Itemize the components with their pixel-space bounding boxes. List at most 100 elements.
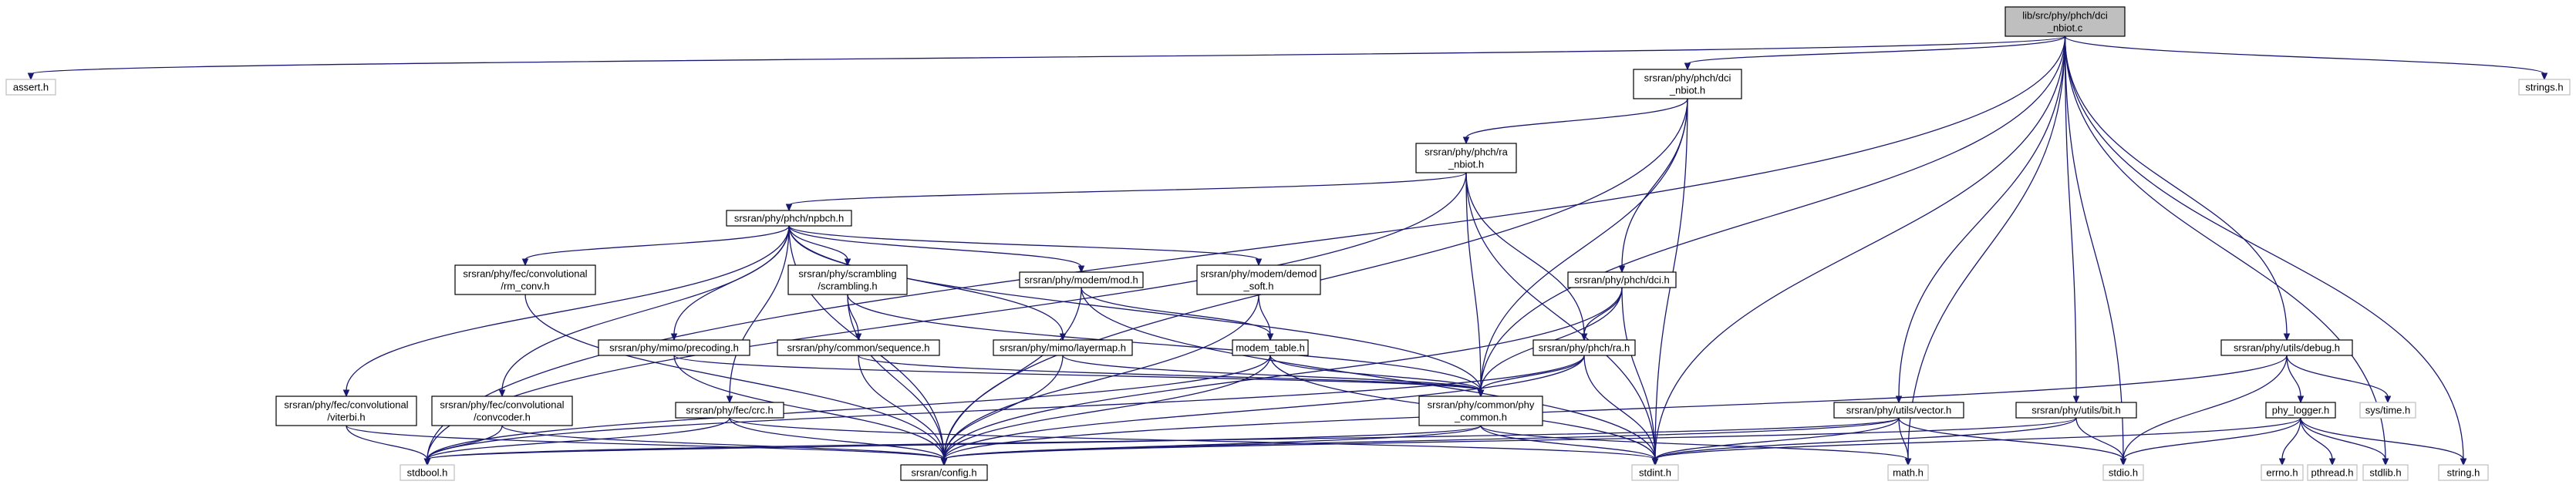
edge-line [427,425,503,460]
node-scrambling-h[interactable]: srsran/phy/scrambling/scrambling.h [787,264,908,295]
edge-phy-logger-h-to-pthread [2300,417,2336,466]
node-label: srsran/phy/scrambling [798,268,896,280]
edge-line [346,225,790,392]
edge-layermap-h-to-config-h [940,355,1064,466]
node-mod-h[interactable]: srsran/phy/modem/mod.h [1019,271,1144,288]
edge-phy-common-h-to-stdbool [423,425,1482,466]
node-label: /viterbi.h [327,412,365,423]
node-string: string.h [2438,464,2489,481]
edge-line [1258,294,1271,335]
node-box [1019,271,1144,288]
node-phy-common-h[interactable]: srsran/phy/common/phy_common.h [1418,395,1543,426]
edge-line [2281,417,2301,460]
node-label: srsran/phy/utils/vector.h [1846,405,1952,416]
edge-line [847,294,1482,392]
node-bit-h[interactable]: srsran/phy/utils/bit.h [2015,402,2137,419]
node-modem-table-h[interactable]: modem_table.h [1232,339,1309,356]
node-dci-nbiot-h[interactable]: srsran/phy/phch/dci_nbiot.h [1633,69,1742,99]
arrowhead-icon [2382,458,2389,466]
node-npbch-h[interactable]: srsran/phy/phch/npbch.h [726,210,852,227]
edge-npbch-h-to-viterbi-h [342,225,790,398]
node-crc-h[interactable]: srsran/phy/fec/crc.h [675,402,784,419]
edge-dci-h-to-ra-h [1580,287,1623,342]
node-box [2261,464,2304,481]
node-rm-conv-h[interactable]: srsran/phy/fec/convolutional/rm_conv.h [454,264,596,295]
edge-root-to-stdbool [423,35,2066,466]
edge-line [1480,425,1656,460]
node-label: srsran/phy/phch/ra.h [1539,342,1630,354]
node-box [2220,339,2353,356]
node-box [675,402,784,419]
edge-mod-h-to-modem-table-h [1081,287,1274,342]
node-label: sys/time.h [2365,405,2411,416]
node-ra-h[interactable]: srsran/phy/phch/ra.h [1532,339,1636,356]
node-label: /rm_conv.h [501,281,549,292]
node-math: math.h [1887,464,1929,481]
arrowhead-icon [785,204,793,212]
node-box [1633,69,1742,99]
arrowhead-icon [670,333,678,342]
edge-debug-h-to-phy-logger-h [2286,355,2305,404]
node-ra-nbiot-h[interactable]: srsran/phy/phch/ra_nbiot.h [1415,143,1517,173]
arrowhead-icon [1477,389,1485,398]
node-box [2004,6,2126,37]
edge-dci-nbiot-h-to-ra-nbiot-h [1462,98,1688,145]
node-sequence-h[interactable]: srsran/phy/common/sequence.h [777,339,940,356]
edge-ra-nbiot-h-to-phy-common-h [1465,172,1485,398]
edge-line [1621,287,1656,460]
node-debug-h[interactable]: srsran/phy/utils/debug.h [2220,339,2353,356]
node-config-h[interactable]: srsran/config.h [900,464,988,481]
node-label: phy_logger.h [2272,405,2329,416]
edge-root-to-math [1904,35,2066,466]
node-box [2102,464,2144,481]
node-root[interactable]: lib/src/phy/phch/dci_nbiot.c [2004,6,2126,37]
edge-line [673,355,945,460]
node-convcoder-h[interactable]: srsran/phy/fec/convolutional/convcoder.h [431,395,573,426]
node-precoding-h[interactable]: srsran/phy/mimo/precoding.h [598,339,750,356]
node-label: srsran/phy/phch/dci.h [1574,274,1670,286]
edge-line [858,355,1482,392]
node-label: srsran/phy/phch/ra [1425,146,1508,158]
node-label: srsran/phy/phch/dci [1644,72,1731,84]
node-dci-h[interactable]: srsran/phy/phch/dci.h [1567,271,1677,288]
node-vector-h[interactable]: srsran/phy/utils/vector.h [1833,402,1964,419]
arrowhead-icon [2384,395,2392,404]
edge-line [427,417,730,460]
node-stdio: stdio.h [2102,464,2144,481]
edge-line [1480,98,1688,392]
arrowhead-icon [2460,458,2467,466]
node-phy-logger-h[interactable]: phy_logger.h [2265,402,2336,419]
edge-root-to-stdlib [2064,35,2389,466]
arrowhead-icon [498,389,506,398]
node-box [275,395,417,426]
arrowhead-icon [1618,265,1626,274]
edge-line [2064,35,2545,75]
edge-npbch-h-to-mod-h [788,225,1085,274]
node-label: srsran/phy/common/phy [1428,399,1535,411]
node-box [1567,271,1677,288]
edge-vector-h-to-math [1898,417,1912,466]
node-box [1415,143,1517,173]
node-demod-soft-h[interactable]: srsran/phy/modem/demod_soft.h [1196,264,1321,295]
edge-line [1465,98,1688,139]
edge-ra-nbiot-h-to-stdbool [423,172,1467,466]
edge-root-to-assert [27,35,2066,81]
edge-phy-logger-h-to-stdio [2119,417,2301,466]
node-label: srsran/phy/utils/bit.h [2031,405,2121,416]
node-layermap-h[interactable]: srsran/phy/mimo/layermap.h [993,339,1133,356]
node-box [726,210,852,227]
edge-phy-logger-h-to-string [2300,417,2467,466]
edge-line [1480,425,1909,460]
edge-line [1081,287,1271,335]
node-label: _nbiot.h [1448,159,1484,170]
node-label: pthread.h [2311,467,2354,479]
node-label: srsran/phy/fec/convolutional [284,399,408,411]
edge-line [847,294,945,460]
node-label: srsran/phy/mimo/precoding.h [609,342,739,354]
edge-line [427,35,2066,460]
arrowhead-icon [423,458,431,466]
node-viterbi-h[interactable]: srsran/phy/fec/convolutional/viterbi.h [275,395,417,426]
node-label: stdbool.h [407,467,448,479]
node-errno: errno.h [2261,464,2304,481]
